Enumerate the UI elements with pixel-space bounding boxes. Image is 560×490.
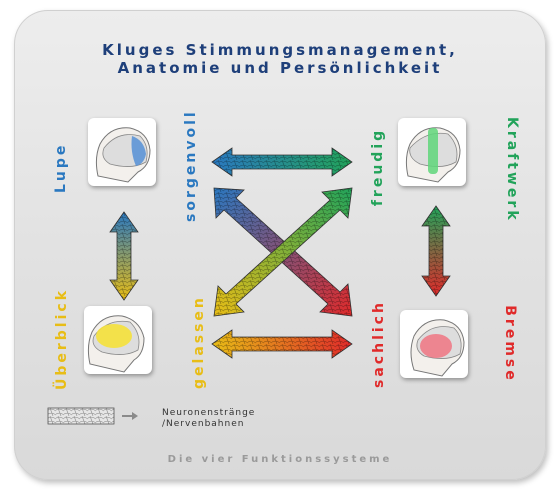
label-freudig: freudig: [370, 127, 386, 207]
legend-line-2: /Nervenbahnen: [162, 419, 245, 429]
brain-kraftwerk-image: [398, 118, 466, 186]
label-lupe: Lupe: [53, 142, 69, 193]
footer-caption: Die vier Funktionssysteme: [167, 454, 393, 465]
legend-arrow-icon: [122, 412, 138, 420]
legend-line-1: Neuronenstränge: [162, 408, 256, 418]
brain-ueberblick-image: [84, 306, 152, 374]
label-kraftwerk: Kraftwerk: [504, 117, 520, 223]
label-bremse: Bremse: [502, 305, 518, 383]
legend-fiber-swatch: [47, 407, 115, 425]
label-gelassen: gelassen: [191, 295, 207, 389]
arrow-gelassen-freudig: [213, 187, 353, 317]
arrow-gelassen-sachlich: [211, 329, 353, 359]
label-ueberblick: Überblick: [54, 287, 70, 390]
legend-text: Neuronenstränge /Nervenbahnen: [162, 408, 255, 430]
label-sachlich: sachlich: [371, 300, 387, 388]
arrow-kraftwerk-bremse: [421, 205, 451, 297]
label-sorgenvoll: sorgenvoll: [183, 109, 199, 222]
arrow-lupe-ueberblick: [109, 211, 139, 301]
brain-bremse-image: [400, 310, 468, 378]
arrow-sorgenvoll-freudig: [211, 147, 353, 177]
brain-lupe-image: [88, 118, 156, 186]
title-line-1: Kluges Stimmungsmanagement,: [102, 41, 458, 59]
title-line-2: Anatomie und Persönlichkeit: [117, 59, 443, 77]
